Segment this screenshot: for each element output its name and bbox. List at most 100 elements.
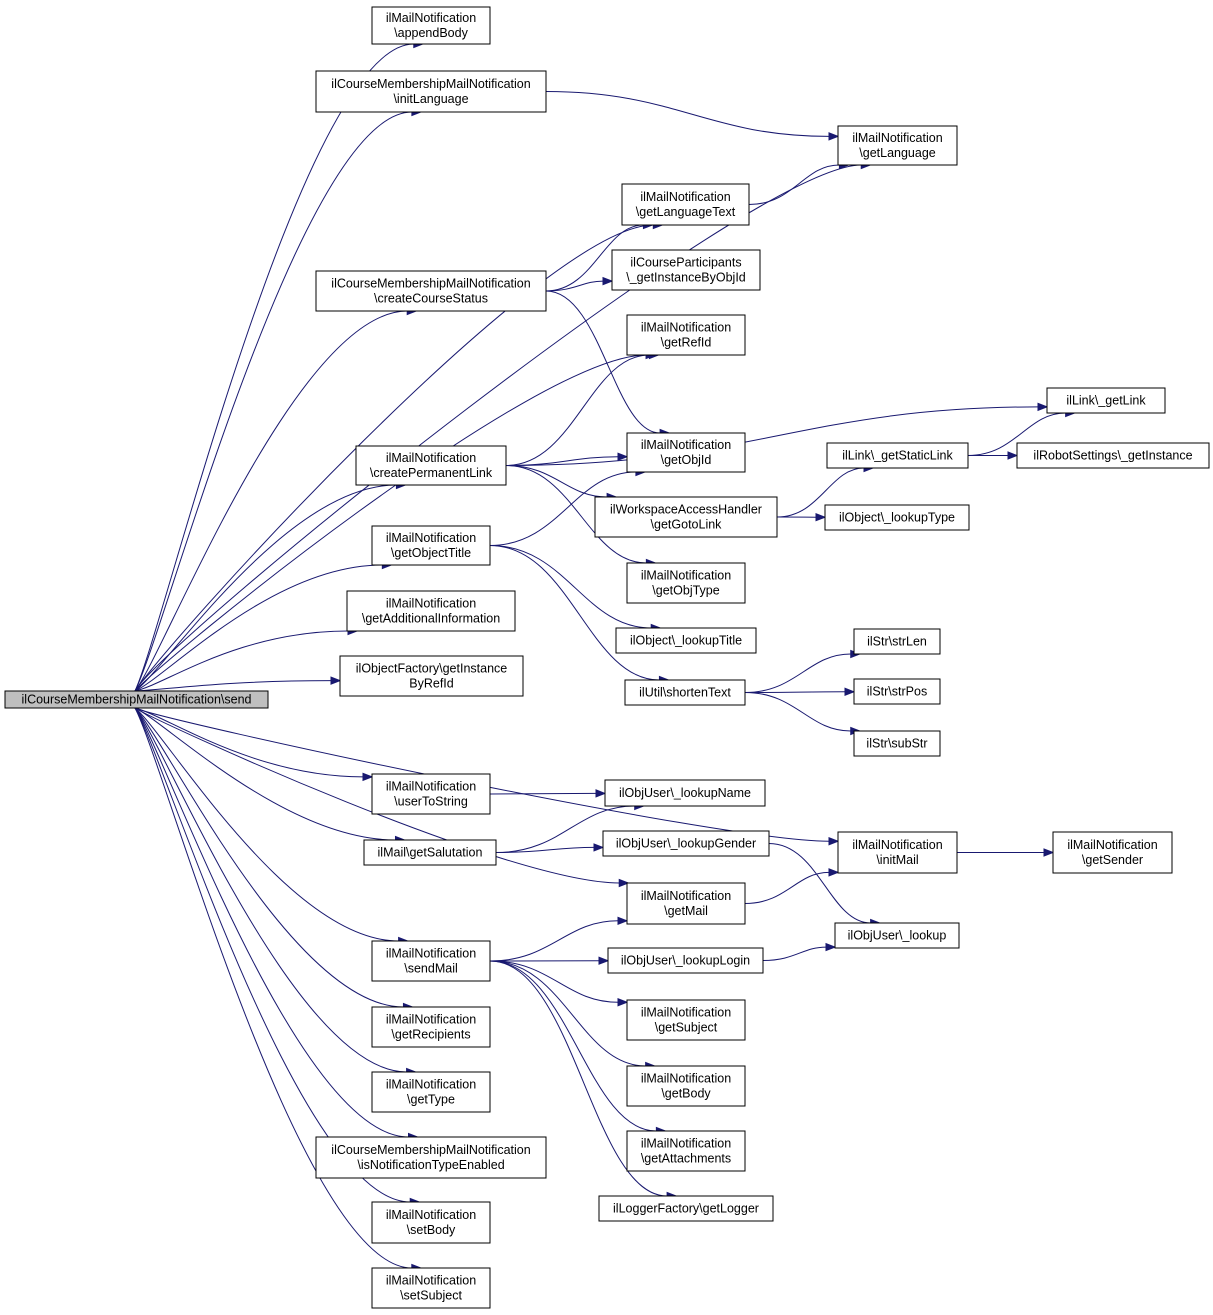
node-appendBody[interactable]: ilMailNotification\appendBody (371, 6, 491, 45)
node-createCourseStatus[interactable]: ilCourseMembershipMailNotification\creat… (315, 270, 547, 312)
node-label: \sendMail (404, 962, 458, 976)
node-send[interactable]: ilCourseMembershipMailNotification\send (4, 690, 269, 709)
edge-send-getAdditionalInformation (134, 626, 359, 692)
node-label: ilObjUser\_lookupLogin (621, 954, 750, 968)
edge-lookupLogin-lookup (762, 942, 837, 961)
edge-getLanguageText-getLanguage (748, 160, 850, 205)
node-label: \getRefId (661, 336, 712, 350)
node-getRefId[interactable]: ilMailNotification\getRefId (626, 314, 746, 356)
node-getObjId[interactable]: ilMailNotification\getObjId (626, 432, 746, 473)
node-label: ilMailNotification (386, 531, 476, 545)
node-isNotificationTypeEnabled[interactable]: ilCourseMembershipMailNotification\isNot… (315, 1136, 547, 1179)
node-label: \_getInstanceByObjId (626, 271, 746, 285)
node-getType[interactable]: ilMailNotification\getType (371, 1071, 491, 1113)
edge-send-sendMail (134, 707, 409, 946)
node-getLogger[interactable]: ilLoggerFactory\getLogger (598, 1195, 774, 1222)
node-label: \initMail (876, 853, 918, 867)
node-label: \getAttachments (641, 1152, 731, 1166)
node-lookupName[interactable]: ilObjUser\_lookupName (604, 779, 766, 807)
node-getInstanceByObjId[interactable]: ilCourseParticipants\_getInstanceByObjId (611, 249, 761, 291)
node-label: ilStr\subStr (866, 737, 927, 751)
node-label: ilStr\strPos (867, 685, 927, 699)
node-label: \setBody (407, 1223, 456, 1237)
node-createPermanentLink[interactable]: ilMailNotification\createPermanentLink (355, 445, 507, 486)
node-label: ilMailNotification (641, 889, 731, 903)
node-subStr[interactable]: ilStr\subStr (853, 730, 941, 757)
edge-initLanguage-getLanguage (545, 91, 840, 141)
node-initMail[interactable]: ilMailNotification\initMail (837, 831, 958, 874)
node-userToString[interactable]: ilMailNotification\userToString (371, 773, 491, 815)
edge-getGotoLink-lookupType (776, 512, 827, 522)
edge-send-createCourseStatus (134, 306, 418, 692)
node-getSender[interactable]: ilMailNotification\getSender (1052, 831, 1173, 874)
node-getStaticLink[interactable]: ilLink\_getStaticLink (826, 442, 969, 469)
node-label: ilCourseMembershipMailNotification\send (22, 693, 252, 707)
node-getLanguage[interactable]: ilMailNotification\getLanguage (837, 125, 958, 166)
node-getObjType[interactable]: ilMailNotification\getObjType (626, 562, 746, 604)
node-label: ilMailNotification (641, 569, 731, 583)
node-label: \getObjectTitle (391, 546, 471, 560)
node-label: ilObjectFactory\getInstance (356, 662, 508, 676)
node-label: \getSubject (655, 1021, 718, 1035)
edge-send-getMail (134, 707, 630, 888)
node-label: \getLanguage (859, 146, 936, 160)
node-setBody[interactable]: ilMailNotification\setBody (371, 1201, 491, 1244)
node-shortenText[interactable]: ilUtil\shortenText (624, 679, 746, 706)
node-getLanguageText[interactable]: ilMailNotification\getLanguageText (621, 183, 750, 226)
node-label: ilCourseParticipants (630, 256, 741, 270)
node-label: ilMailNotification (386, 1208, 476, 1222)
node-label: \createCourseStatus (374, 292, 488, 306)
edge-shortenText-strLen (744, 649, 862, 693)
node-strPos[interactable]: ilStr\strPos (853, 678, 941, 705)
edge-getStaticLink-robotGetInstance (967, 451, 1019, 460)
node-getRecipients[interactable]: ilMailNotification\getRecipients (371, 1006, 491, 1048)
node-label: \isNotificationTypeEnabled (357, 1158, 504, 1172)
node-initLanguage[interactable]: ilCourseMembershipMailNotification\initL… (315, 70, 547, 113)
node-setSubject[interactable]: ilMailNotification\setSubject (371, 1267, 491, 1309)
node-label: \getGotoLink (651, 518, 723, 532)
node-label: ilMailNotification (386, 947, 476, 961)
node-getMail[interactable]: ilMailNotification\getMail (626, 882, 746, 925)
node-label: ilMailNotification (386, 1078, 476, 1092)
node-label: ilObject\_lookupType (839, 511, 955, 525)
node-label: \initLanguage (393, 92, 468, 106)
node-label: ilMailNotification (1067, 838, 1157, 852)
edge-createCourseStatus-getInstanceByObjId (545, 276, 614, 292)
node-label: ilMailNotification (386, 597, 476, 611)
node-label: ilMailNotification (641, 1137, 731, 1151)
node-label: ilCourseMembershipMailNotification (331, 277, 530, 291)
node-lookupTitle[interactable]: ilObject\_lookupTitle (615, 627, 757, 654)
node-getAttachments[interactable]: ilMailNotification\getAttachments (626, 1130, 746, 1172)
node-lookupLogin[interactable]: ilObjUser\_lookupLogin (607, 947, 764, 974)
node-label: ilObjUser\_lookupName (619, 786, 751, 800)
node-getObjectTitle[interactable]: ilMailNotification\getObjectTitle (371, 525, 491, 566)
node-lookup[interactable]: ilObjUser\_lookup (834, 922, 960, 949)
node-label: \getType (407, 1093, 455, 1107)
node-getAdditionalInformation[interactable]: ilMailNotification\getAdditionalInformat… (346, 590, 516, 632)
node-getGotoLink[interactable]: ilWorkspaceAccessHandler\getGotoLink (594, 496, 778, 538)
node-getBody[interactable]: ilMailNotification\getBody (626, 1065, 746, 1107)
node-label: \getObjType (652, 584, 719, 598)
node-lookupGender[interactable]: ilObjUser\_lookupGender (602, 830, 770, 857)
node-label: ilUtil\shortenText (639, 686, 731, 700)
node-lookupType[interactable]: ilObject\_lookupType (824, 504, 970, 531)
node-label: \getRecipients (391, 1028, 470, 1042)
node-robotGetInstance[interactable]: ilRobotSettings\_getInstance (1016, 442, 1210, 469)
node-getLink[interactable]: ilLink\_getLink (1046, 387, 1166, 414)
node-label: ilObjUser\_lookupGender (616, 837, 756, 851)
edge-createPermanentLink-getLink (505, 402, 1049, 466)
node-label: \getObjId (661, 453, 712, 467)
node-sendMail[interactable]: ilMailNotification\sendMail (371, 940, 491, 982)
edge-shortenText-subStr (744, 692, 862, 736)
node-label: ilMailNotification (641, 1006, 731, 1020)
node-getSalutation[interactable]: ilMail\getSalutation (363, 839, 497, 866)
node-strLen[interactable]: ilStr\strLen (853, 628, 941, 655)
edge-sendMail-getSubject (489, 960, 629, 1007)
node-label: ilWorkspaceAccessHandler (610, 503, 762, 517)
node-getSubject[interactable]: ilMailNotification\getSubject (626, 999, 746, 1041)
node-label: ilMailNotification (641, 438, 731, 452)
edge-createPermanentLink-getObjId (505, 452, 629, 466)
node-label: ilMailNotification (852, 838, 942, 852)
